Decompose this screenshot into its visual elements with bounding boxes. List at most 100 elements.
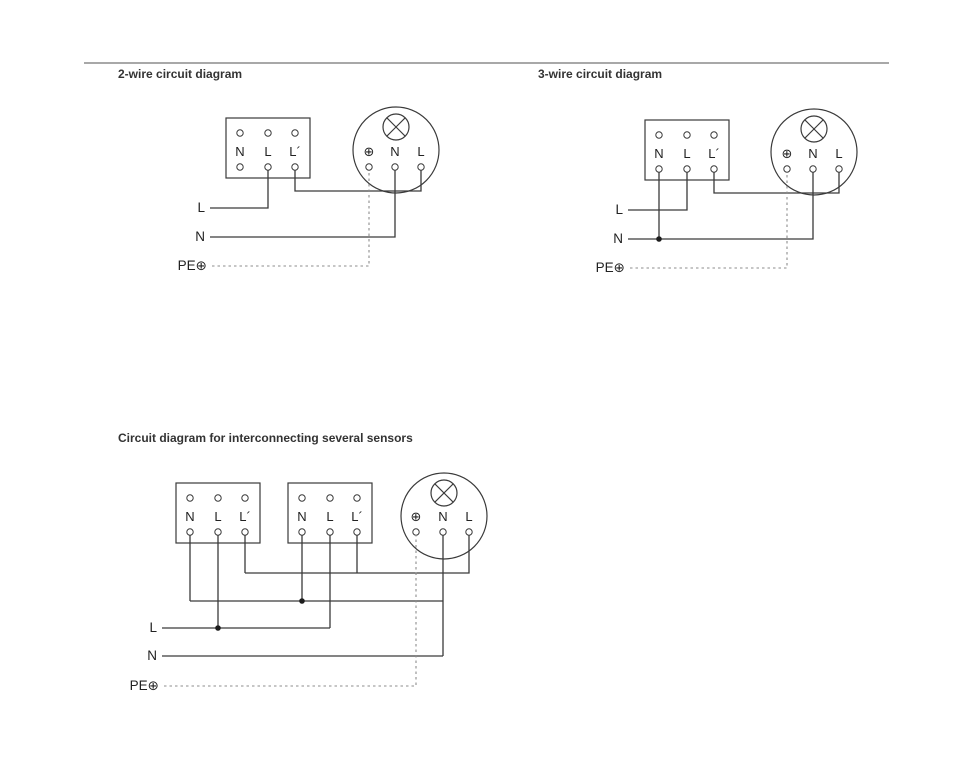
mains-label-l: L [197, 200, 205, 215]
terminal-circle [809, 165, 817, 173]
terminal-circle [783, 165, 791, 173]
terminal-circle [365, 163, 373, 171]
terminal-circle [683, 131, 691, 139]
terminal-label: L [264, 144, 271, 159]
earth-icon: ⊕ [411, 509, 422, 524]
terminal-circle [236, 163, 244, 171]
sensor-terminal-l: L [264, 129, 272, 171]
terminal-circle [835, 165, 843, 173]
terminal-label: N [438, 509, 447, 524]
terminal-label: N [297, 509, 306, 524]
sensor1-terminal-n: N [185, 494, 195, 536]
sensor-terminal-block: N L L´ [644, 119, 730, 181]
lamp: ⊕ N L [400, 472, 488, 560]
lamp-outline [770, 108, 858, 196]
lamp-terminal-l: L [465, 509, 473, 536]
wire-lprime-bus [245, 535, 470, 574]
terminal-circle [417, 163, 425, 171]
mains-label-pe: PE⊕ [178, 258, 207, 273]
wire-mains-l [628, 172, 688, 211]
three-wire-title: 3-wire circuit diagram [538, 67, 662, 81]
sensor1-terminal-lprime: L´ [239, 494, 251, 536]
terminal-circle [326, 528, 334, 536]
terminal-circle [186, 528, 194, 536]
sensor1-terminal-l: L [214, 494, 222, 536]
wire-mains-pe [212, 170, 370, 267]
sensor2-terminal-l: L [326, 494, 334, 536]
lamp: ⊕ N L [352, 106, 440, 194]
multi-sensor-title: Circuit diagram for interconnecting seve… [118, 431, 413, 445]
mains-label-n: N [147, 648, 157, 663]
mains-label-pe: PE⊕ [130, 678, 159, 693]
terminal-label: L [683, 146, 690, 161]
terminal-label: L´ [289, 144, 301, 159]
sensor-terminal-block-1: N L L´ [175, 482, 261, 544]
terminal-circle [298, 528, 306, 536]
lamp-outline [352, 106, 440, 194]
mains-label-pe: PE⊕ [596, 260, 625, 275]
terminal-label: L [835, 146, 842, 161]
terminal-circle [291, 163, 299, 171]
terminal-label: N [808, 146, 817, 161]
terminal-circle [353, 494, 361, 502]
terminal-circle [241, 528, 249, 536]
terminal-circle [655, 165, 663, 173]
terminal-label: L [465, 509, 472, 524]
sensor-terminal-l: L [683, 131, 691, 173]
terminal-circle [214, 494, 222, 502]
terminal-circle [214, 528, 222, 536]
three-wire-diagram: 3-wire circuit diagram N L L´ [538, 67, 858, 275]
sensor-terminal-n: N [235, 129, 245, 171]
terminal-circle [241, 494, 249, 502]
terminal-circle [291, 129, 299, 137]
lamp-icon [800, 115, 828, 143]
sensor-terminal-block-2: N L L´ [287, 482, 373, 544]
terminal-circle [353, 528, 361, 536]
terminal-label: L [417, 144, 424, 159]
two-wire-title: 2-wire circuit diagram [118, 67, 242, 81]
junction-dot [215, 625, 221, 631]
two-wire-diagram: 2-wire circuit diagram N L L´ [118, 67, 440, 273]
terminal-circle [298, 494, 306, 502]
lamp-terminal-n: N [390, 144, 400, 171]
terminal-circle [439, 528, 447, 536]
mains-label-l: L [615, 202, 623, 217]
terminal-circle [683, 165, 691, 173]
wire-mains-n [210, 170, 396, 238]
sensor2-terminal-n: N [297, 494, 307, 536]
terminal-circle [710, 131, 718, 139]
terminal-circle [236, 129, 244, 137]
lamp-terminal-earth: ⊕ [411, 509, 422, 536]
terminal-circle [264, 163, 272, 171]
wire-mains-pe [164, 535, 417, 687]
lamp-terminal-l: L [835, 146, 843, 173]
lamp-terminal-earth: ⊕ [782, 146, 792, 173]
terminal-circle [391, 163, 399, 171]
lamp-terminal-n: N [808, 146, 818, 173]
terminal-circle [186, 494, 194, 502]
lamp-icon [382, 113, 410, 141]
terminal-circle [655, 131, 663, 139]
junction-dot [656, 236, 662, 242]
sensor-terminal-block: N L L´ [225, 117, 311, 179]
mains-label-n: N [195, 229, 205, 244]
terminal-circle [326, 494, 334, 502]
lamp-terminal-n: N [438, 509, 448, 536]
sensor2-terminal-lprime: L´ [351, 494, 363, 536]
earth-icon: ⊕ [364, 144, 375, 159]
wire-mains-l [210, 170, 269, 209]
terminal-label: N [185, 509, 194, 524]
wire-lprime-to-lamp [713, 172, 840, 194]
lamp-outline [400, 472, 488, 560]
terminal-circle [710, 165, 718, 173]
terminal-label: L´ [239, 509, 251, 524]
terminal-label: N [390, 144, 399, 159]
junction-dot [299, 598, 305, 604]
terminal-label: N [654, 146, 663, 161]
wire-mains-pe [630, 172, 788, 269]
terminal-label: L´ [708, 146, 720, 161]
wire-mains-n [628, 172, 814, 240]
mains-label-l: L [149, 620, 157, 635]
